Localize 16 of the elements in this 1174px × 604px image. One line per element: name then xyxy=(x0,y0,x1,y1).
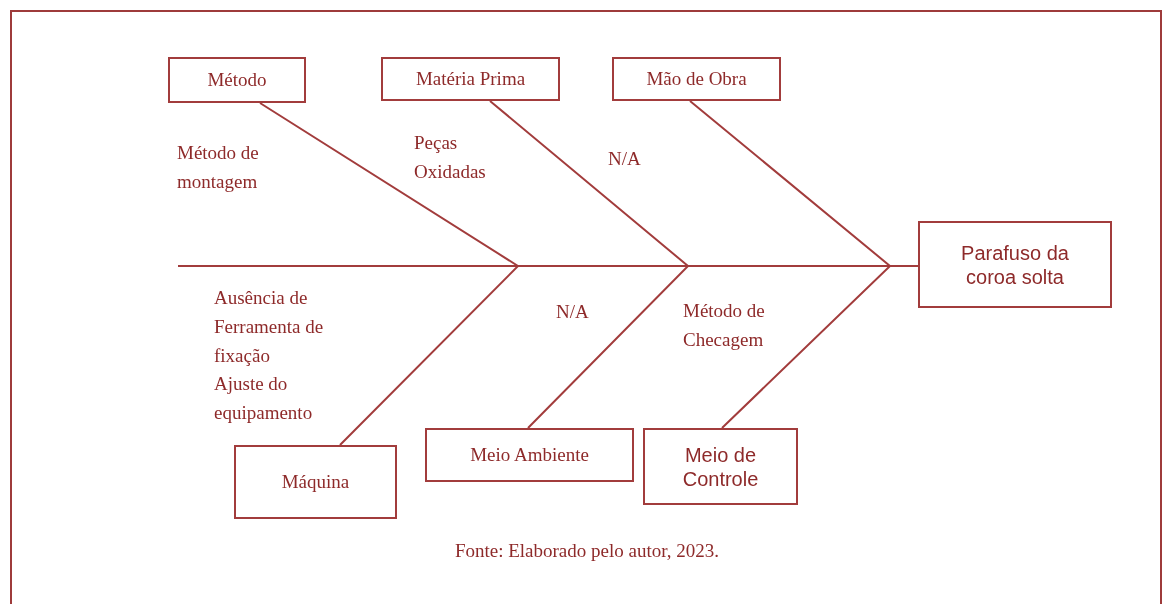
cause-text: N/A xyxy=(556,300,590,324)
category-box: Meio Ambiente xyxy=(425,428,634,482)
cause-text: Ajuste do equipamento xyxy=(214,372,314,425)
cause-text: N/A xyxy=(608,147,642,171)
cause-text: Peças Oxidadas xyxy=(414,131,487,184)
cause-text: Ausência de Ferramenta de fixação xyxy=(214,286,325,368)
category-box: Matéria Prima xyxy=(381,57,560,101)
category-box: Método xyxy=(168,57,306,103)
category-box: Meio de Controle xyxy=(643,428,798,505)
cause-text: Método de Checagem xyxy=(683,299,766,352)
cause-text: Método de montagem xyxy=(177,141,260,194)
source-caption: Fonte: Elaborado pelo autor, 2023. xyxy=(454,540,720,561)
bone-line xyxy=(721,265,919,429)
category-box: Mão de Obra xyxy=(612,57,781,101)
category-box: Máquina xyxy=(234,445,397,519)
effect-box: Parafuso da coroa solta xyxy=(918,221,1112,308)
